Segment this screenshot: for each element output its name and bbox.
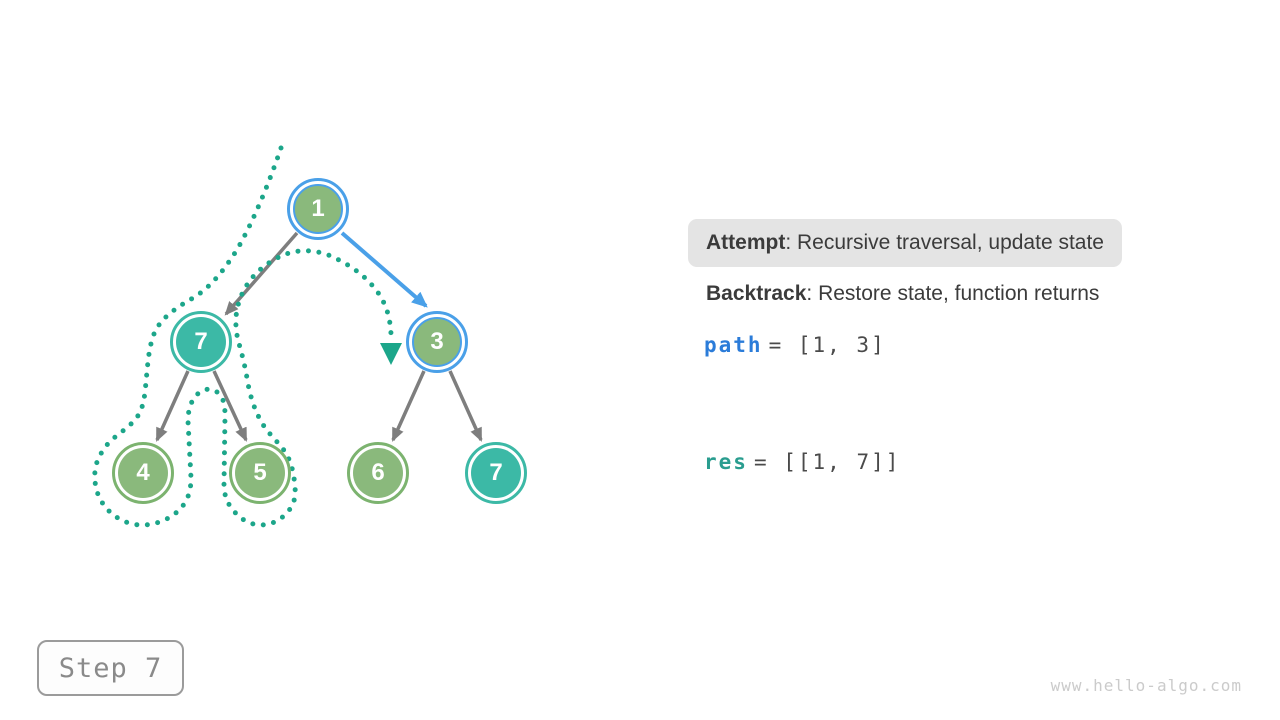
tree-node-value: 4: [136, 459, 150, 486]
tree-node-value: 7: [194, 328, 208, 355]
path-variable-line: path= [1, 3]: [704, 330, 886, 360]
tree-node-value: 7: [489, 459, 503, 486]
backtrack-label: Backtrack: [706, 282, 807, 305]
step-indicator-label: Step 7: [58, 652, 163, 684]
edge-3-6: [391, 370, 426, 442]
backtrack-text: : Restore state, function returns: [806, 282, 1100, 305]
attempt-callout: Attempt: Recursive traversal, update sta…: [688, 219, 1122, 267]
backtrack-line: Backtrack: Restore state, function retur…: [706, 279, 1099, 309]
edge-7-4: [155, 370, 190, 442]
edge-7-5: [212, 370, 248, 442]
traversal-arrowhead-icon: [380, 343, 402, 365]
attempt-label: Attempt: [706, 231, 786, 254]
tree-node-3: 3: [406, 311, 468, 373]
edge-1-7: [224, 231, 299, 316]
tree-node-1: 1: [287, 178, 349, 240]
attempt-text: : Recursive traversal, update state: [785, 231, 1104, 254]
edge-1-3-highlighted: [340, 231, 428, 308]
res-variable-line: res= [[1, 7]]: [704, 447, 900, 477]
path-variable-value: = [1, 3]: [768, 333, 886, 357]
tree-node-value: 3: [430, 328, 444, 355]
path-variable-name: path: [704, 333, 763, 357]
watermark: www.hello-algo.com: [1050, 676, 1242, 695]
edge-3-7: [448, 370, 483, 442]
res-variable-name: res: [704, 450, 748, 474]
step-indicator: Step 7: [37, 640, 184, 696]
tree-node-4: 4: [112, 442, 174, 504]
tree-node-6: 6: [347, 442, 409, 504]
tree-node-7-left: 7: [170, 311, 232, 373]
dotted-traversal-path: [92, 145, 394, 528]
tree-node-value: 6: [371, 459, 385, 486]
tree-node-value: 1: [311, 195, 325, 222]
tree-node-5: 5: [229, 442, 291, 504]
tree-node-7-right: 7: [465, 442, 527, 504]
tree-node-value: 5: [253, 459, 267, 486]
res-variable-value: = [[1, 7]]: [753, 450, 901, 474]
